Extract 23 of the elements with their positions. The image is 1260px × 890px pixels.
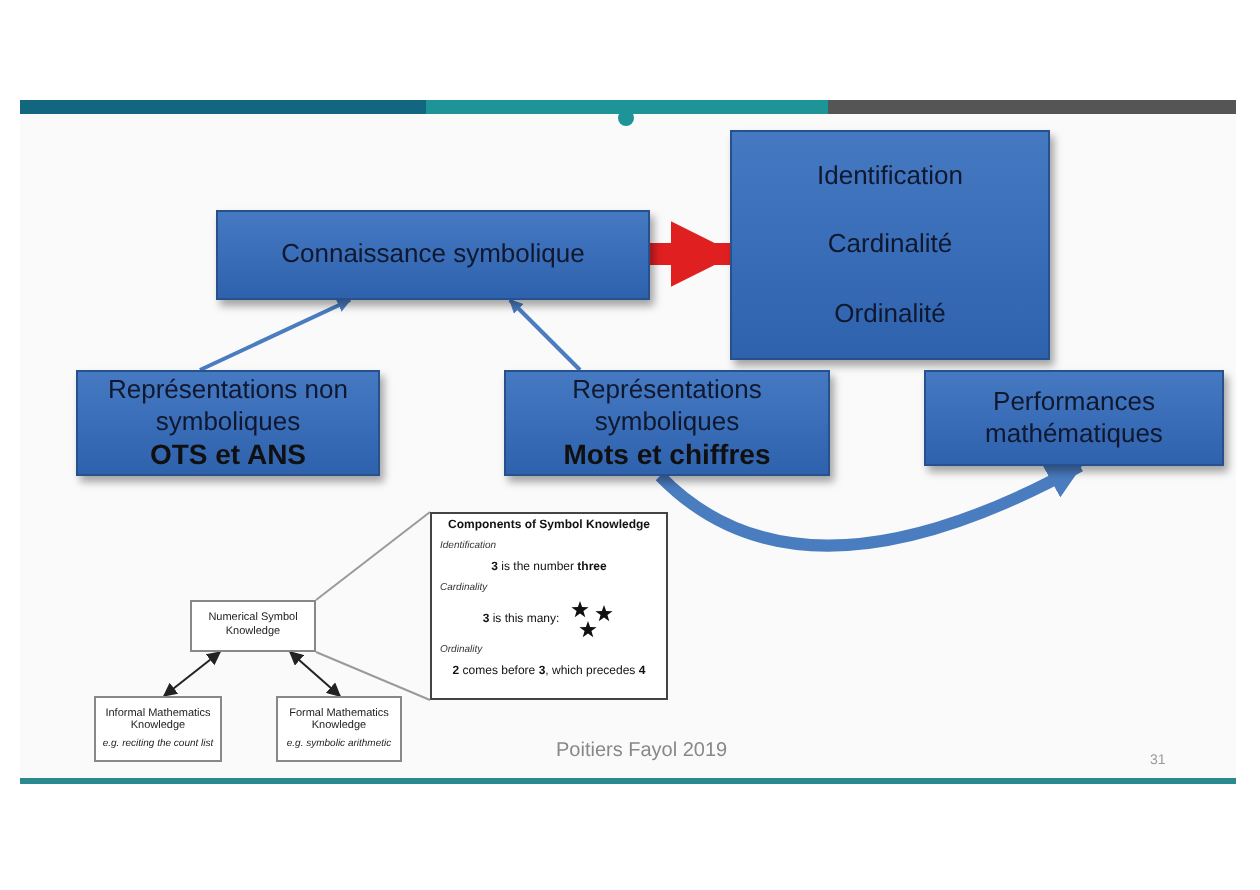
concept-box xyxy=(730,130,1050,360)
concept-box xyxy=(76,370,380,476)
arrow xyxy=(508,298,582,372)
node-text: Ordinalité xyxy=(834,297,946,330)
figure-box xyxy=(190,600,316,652)
concept-box xyxy=(924,370,1224,466)
concept-box xyxy=(504,370,830,476)
node-text: Performances mathématiques xyxy=(983,385,1165,451)
figure-box xyxy=(94,696,222,762)
figure-panel xyxy=(430,512,668,700)
arrow xyxy=(162,651,222,697)
concept-box xyxy=(216,210,650,300)
node-text: Identification xyxy=(817,160,963,193)
figure-box xyxy=(276,696,402,762)
arrow xyxy=(199,298,352,372)
node-text: Représentations symboliques xyxy=(570,373,764,438)
node-text: Mots et chiffres xyxy=(563,438,771,473)
node-text: Cardinalité xyxy=(827,228,953,262)
arrow xyxy=(288,651,342,697)
node-text: OTS et ANS xyxy=(149,438,307,473)
node-text: Connaissance symbolique xyxy=(281,238,585,272)
citation-text: Poitiers Fayol 2019 xyxy=(556,738,728,766)
node-text: Représentations non symboliques xyxy=(106,373,350,438)
